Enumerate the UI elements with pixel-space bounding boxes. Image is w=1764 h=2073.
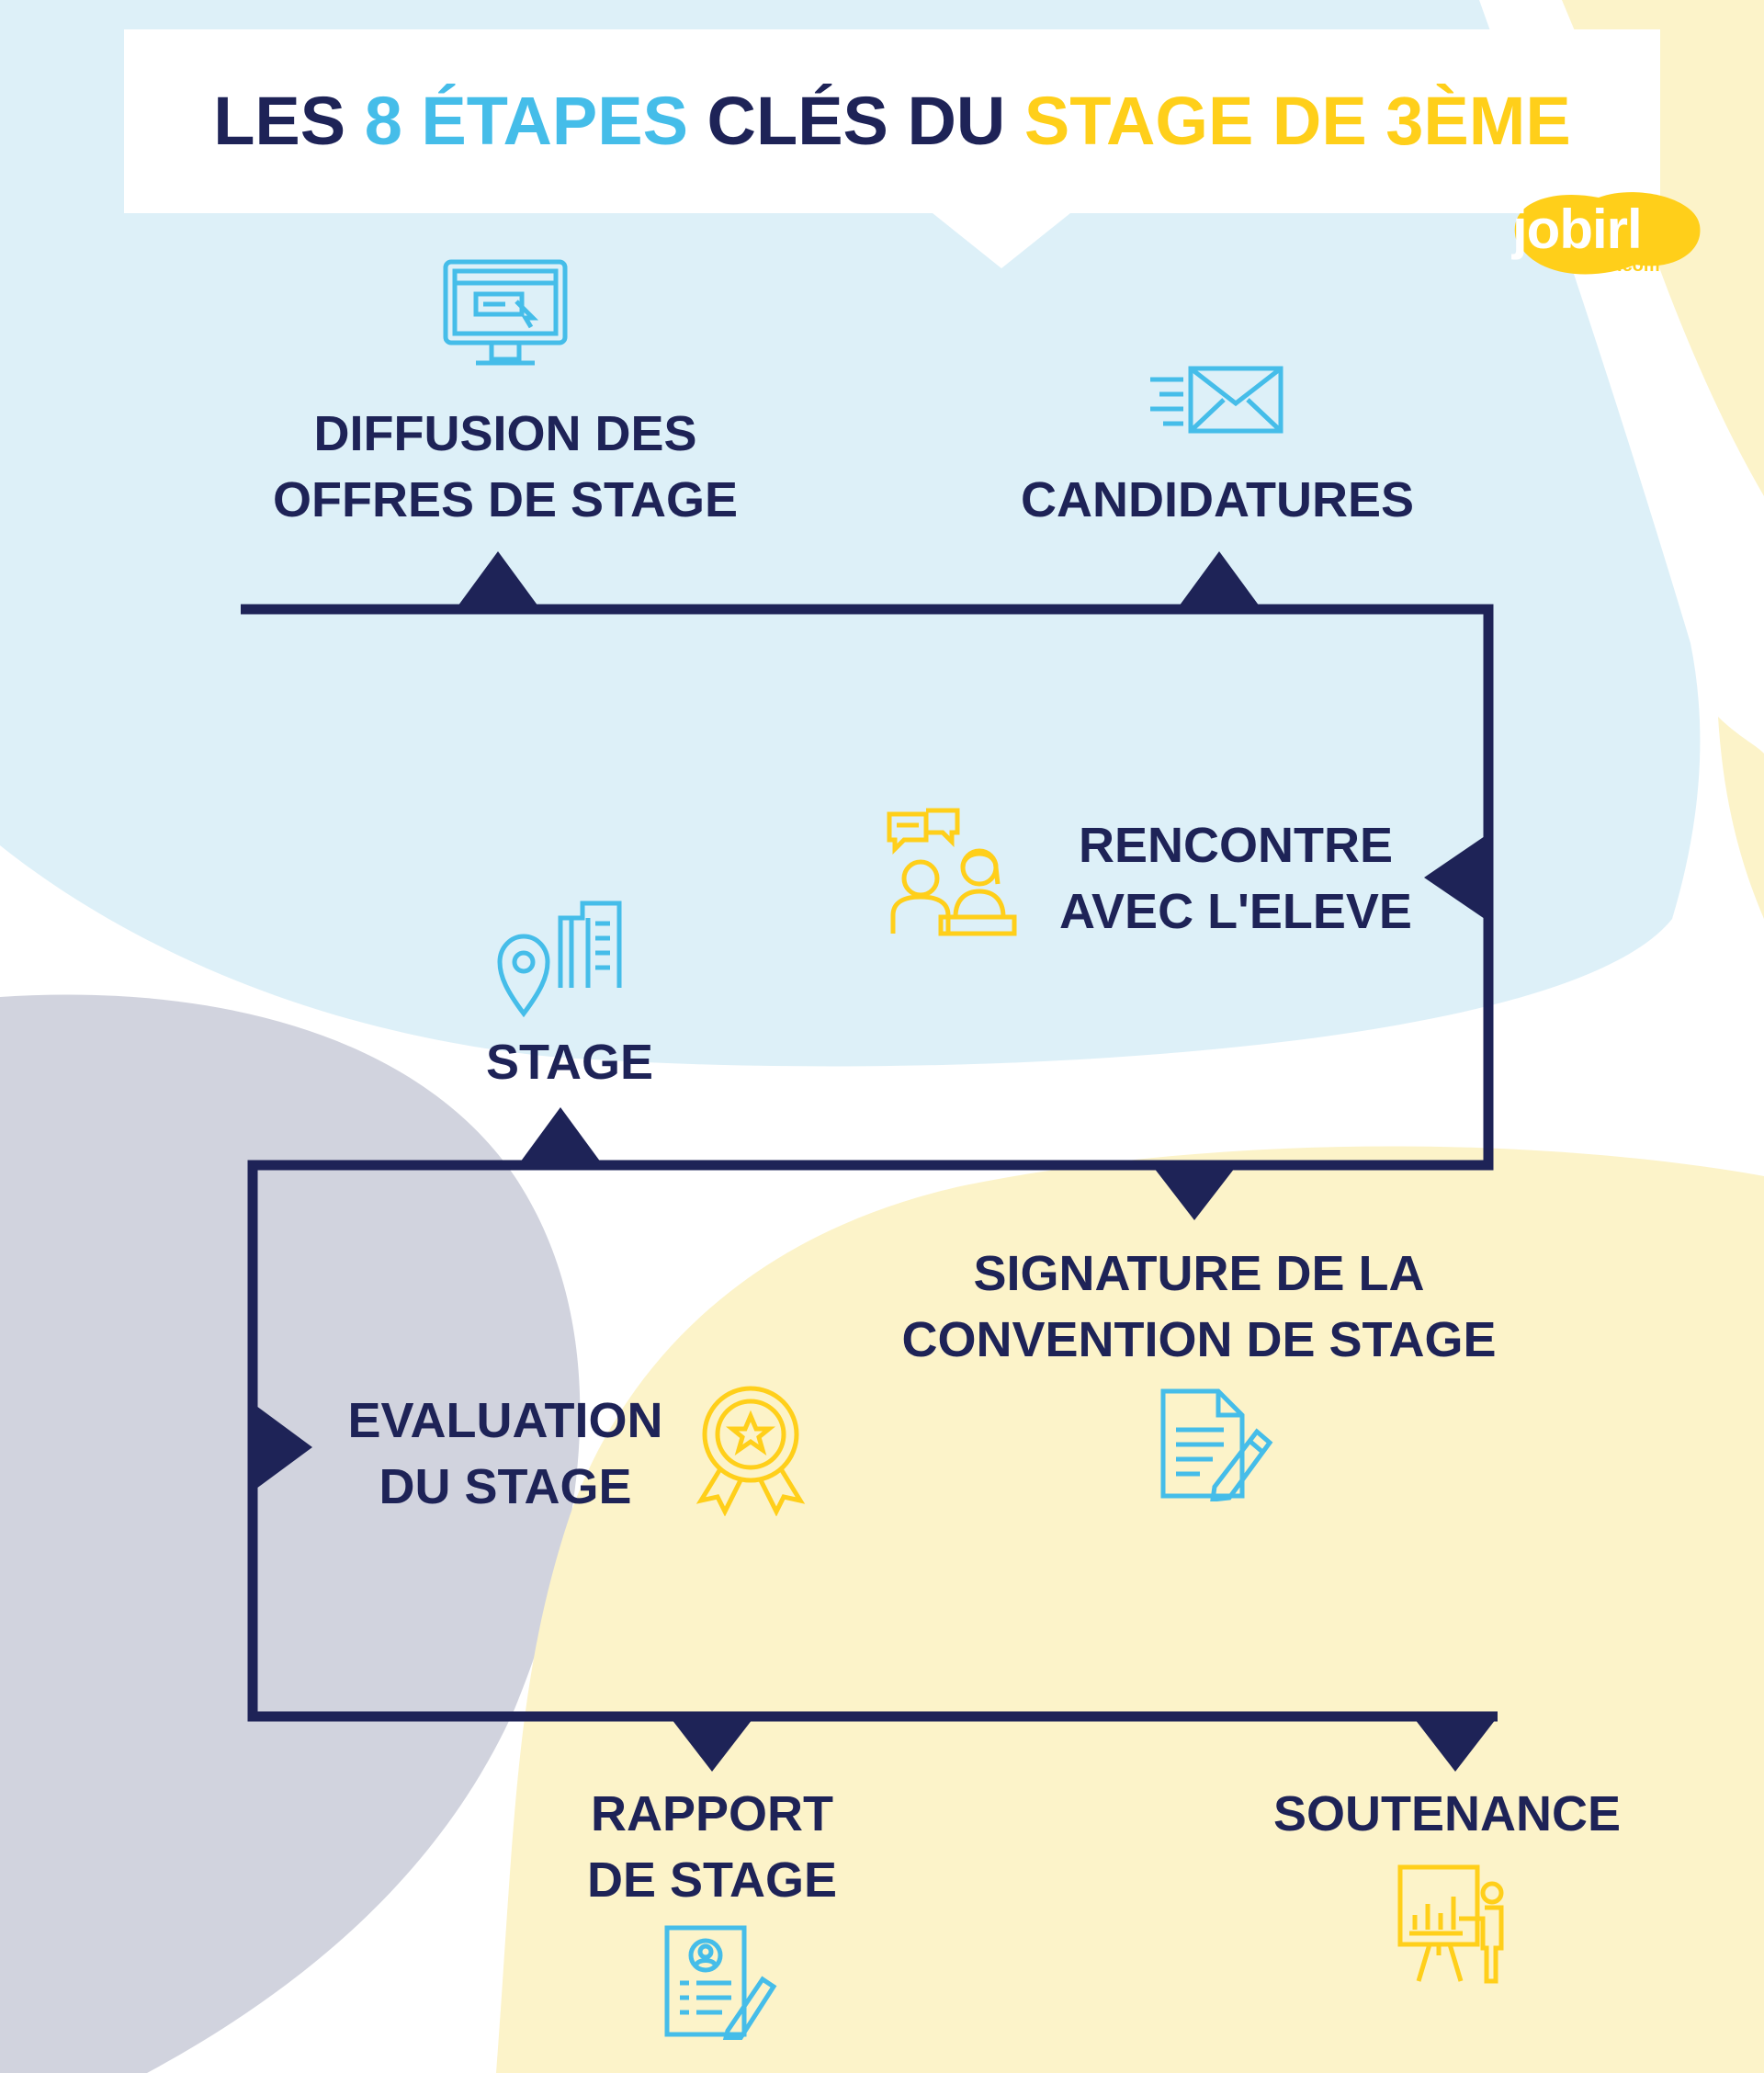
step-6-line-2: DU STAGE [379,1459,632,1514]
step-4-label: SIGNATURE DE LA CONVENTION DE STAGE [845,1240,1553,1373]
step-7-line-1: RAPPORT [590,1786,833,1841]
award-badge-icon [695,1386,806,1516]
step-8-line-1: SOUTENANCE [1272,1786,1622,1841]
computer-screen-icon [443,259,568,366]
marker-step-8 [1415,1719,1496,1772]
report-icon [664,1925,777,2040]
light-blue-blob [0,0,1701,1067]
marker-step-2 [1179,551,1260,606]
meeting-icon [887,808,1017,936]
jobirl-logo [1514,192,1701,275]
right-yellow-strip-lower [1718,717,1764,919]
flow-line [241,604,1498,1722]
step-6-line-1: EVALUATION [347,1393,663,1448]
page-title: LES 8 ÉTAPES CLÉS DU STAGE DE 3ÈME [124,29,1660,213]
step-6-label: EVALUATION DU STAGE [312,1388,698,1520]
document-sign-icon [1160,1388,1273,1501]
marker-step-5 [520,1107,601,1162]
light-yellow-blob [496,1146,1764,2073]
step-7-line-2: DE STAGE [586,1852,838,1908]
step-3-line-2: AVEC L'ELEVE [1059,884,1412,939]
step-3-line-1: RENCONTRE [1078,818,1393,873]
marker-step-7 [672,1719,752,1772]
step-1-line-2: OFFRES DE STAGE [272,472,739,527]
step-2-line-1: CANDIDATURES [1021,472,1414,527]
step-1-label: DIFFUSION DES OFFRES DE STAGE [248,401,763,533]
step-7-label: RAPPORT DE STAGE [514,1781,910,1913]
presentation-icon [1397,1864,1504,1984]
step-8-label: SOUTENANCE [1222,1781,1672,1847]
title-part-2: 8 ÉTAPES [364,83,688,159]
title-part-3: CLÉS DU [688,83,1024,159]
title-part-4: STAGE DE 3ÈME [1023,83,1571,159]
step-1-line-1: DIFFUSION DES [313,406,697,461]
marker-step-1 [458,551,538,606]
marker-step-4 [1154,1168,1235,1220]
step-3-label: RENCONTRE AVEC L'ELEVE [1029,812,1442,945]
step-2-label: CANDIDATURES [974,467,1461,533]
envelope-icon [1150,366,1283,434]
step-5-label: STAGE [441,1029,698,1095]
step-4-line-1: SIGNATURE DE LA [973,1246,1425,1301]
logo-suffix: .com [1617,255,1660,276]
title-part-1: LES [213,83,365,159]
marker-step-3 [1424,836,1485,919]
step-5-line-1: STAGE [485,1035,653,1090]
logo-text: jobirl [1512,198,1643,260]
title-box: LES 8 ÉTAPES CLÉS DU STAGE DE 3ÈME [124,29,1660,268]
marker-step-6 [256,1406,312,1489]
grey-blob [0,994,581,2073]
step-4-line-2: CONVENTION DE STAGE [901,1312,1497,1367]
building-location-icon [497,901,622,1017]
